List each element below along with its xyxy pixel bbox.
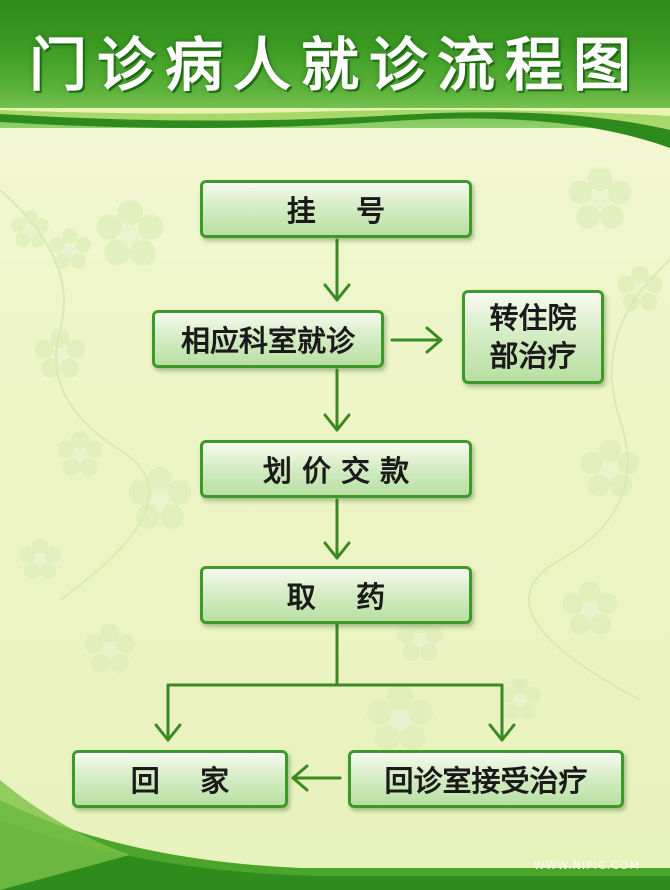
node-followup-label: 回诊室接受治疗 bbox=[384, 764, 588, 798]
node-payment: 划 价 交 款 bbox=[200, 440, 472, 498]
watermark: WWW.NIPIC.COM bbox=[533, 859, 640, 872]
node-home-label: 回 家 bbox=[130, 764, 230, 798]
header-banner bbox=[0, 0, 670, 128]
node-hospitalize: 转住院部治疗 bbox=[462, 290, 604, 384]
node-department-label: 相应科室就诊 bbox=[180, 324, 355, 358]
node-department: 相应科室就诊 bbox=[152, 310, 384, 368]
node-home: 回 家 bbox=[72, 750, 288, 808]
header-swoosh bbox=[0, 108, 670, 148]
node-followup: 回诊室接受治疗 bbox=[348, 750, 624, 808]
node-register: 挂 号 bbox=[200, 180, 472, 238]
node-hospitalize-label: 转住院部治疗 bbox=[489, 301, 577, 373]
node-medicine: 取 药 bbox=[200, 566, 472, 624]
node-register-label: 挂 号 bbox=[286, 194, 386, 228]
page-title: 门诊病人就诊流程图 bbox=[28, 31, 641, 99]
node-medicine-label: 取 药 bbox=[286, 580, 386, 614]
node-payment-label: 划 价 交 款 bbox=[262, 454, 410, 488]
